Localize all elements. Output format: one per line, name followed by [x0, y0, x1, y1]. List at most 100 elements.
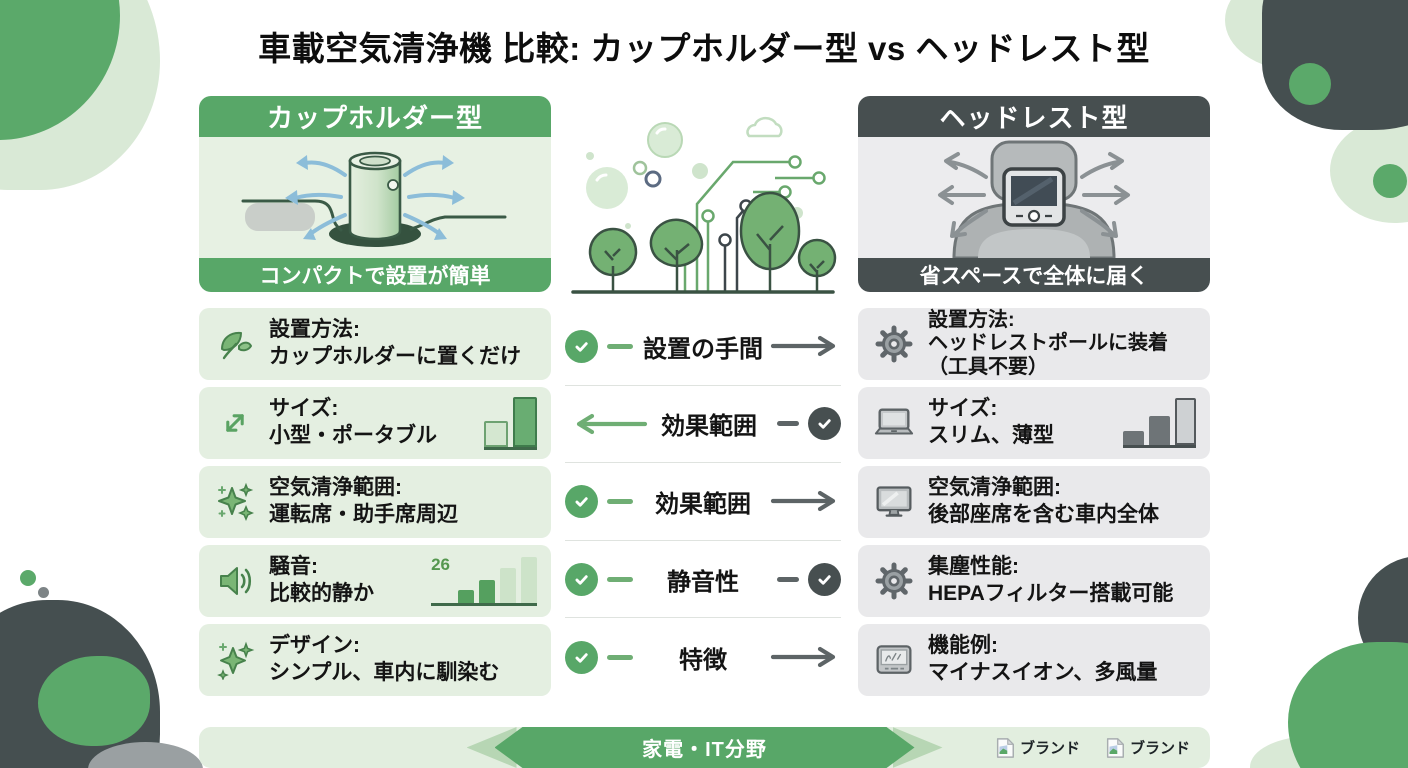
feature-row-purify-range-left: 空気清浄範囲:運転席・助手席周辺	[199, 466, 551, 538]
feature-row-dust-collection: 集塵性能:HEPAフィルター搭載可能	[858, 545, 1210, 617]
dot-top-right-green	[1289, 63, 1331, 105]
laptop-icon	[868, 407, 920, 439]
category-ribbon: 家電・IT分野	[466, 727, 943, 768]
sparkles-icon	[209, 640, 261, 680]
comparison-row-features: 特徴	[565, 618, 841, 696]
headrest-purifier-icon	[938, 140, 1130, 258]
feature-row-noise-left: 騒音:比較的静か 26	[199, 545, 551, 617]
feature-text: 騒音:比較的静か	[269, 555, 374, 605]
feature-text: 空気清浄範囲:運転席・助手席周辺	[269, 476, 458, 526]
noise-value-label: 26	[431, 554, 450, 574]
page-title: 車載空気清浄機 比較: カップホルダー型 vs ヘッドレスト型	[258, 30, 1150, 67]
dash	[607, 343, 633, 349]
image-placeholder-icon	[1106, 737, 1124, 758]
bottom-category-bar: 家電・IT分野 ブランド ブランド	[199, 727, 1210, 768]
bar	[521, 556, 537, 603]
bar	[1123, 431, 1144, 445]
arrow-left-icon	[576, 413, 648, 434]
trees-circuit-icon	[571, 116, 837, 294]
dash	[607, 576, 633, 582]
category-label: 家電・IT分野	[495, 727, 915, 768]
gear-icon	[868, 561, 920, 601]
feature-row-functions: 機能例:マイナスイオン、多風量	[858, 624, 1210, 696]
blob-bottom-left-green	[38, 656, 150, 746]
dot-bottom-left-green	[20, 570, 36, 586]
feature-row-size-right: サイズ:スリム、薄型	[858, 387, 1210, 459]
size-bar-chart-right	[1123, 398, 1196, 448]
feature-row-design-left: デザイン:シンプル、車内に馴染む	[199, 624, 551, 696]
gear-icon	[868, 324, 920, 364]
dot-bottom-left-gray	[38, 587, 49, 598]
dash	[607, 654, 633, 660]
bar	[458, 589, 474, 603]
comparison-column: 設置の手間 効果範囲 効果範囲 静音性 特徴	[565, 308, 841, 696]
brand-placeholder-1: ブランド	[994, 737, 1080, 759]
center-nature-illustration	[565, 100, 841, 298]
dot-top-right-green2	[1373, 164, 1407, 198]
arrow-right-icon	[770, 491, 836, 512]
brand-label: ブランド	[1129, 740, 1190, 757]
feature-row-installation-right: 設置方法:ヘッドレストポールに装着（工具不要）	[858, 308, 1210, 380]
check-icon	[565, 484, 598, 518]
comparison-row-range-2: 効果範囲	[565, 463, 841, 541]
bar	[1149, 416, 1170, 445]
cup-holder-purifier-icon	[241, 151, 507, 247]
brand-placeholder-2: ブランド	[1104, 737, 1190, 759]
comparison-row-range-1: 効果範囲	[565, 386, 841, 464]
feature-text: 機能例:マイナスイオン、多風量	[928, 634, 1158, 684]
sparkles-icon	[209, 482, 261, 522]
feature-row-installation-left: 設置方法:カップホルダーに置くだけ	[199, 308, 551, 380]
bar	[500, 567, 516, 603]
headrest-illustration	[858, 137, 1210, 258]
feature-text: 設置方法:ヘッドレストポールに装着（工具不要）	[928, 308, 1168, 378]
check-icon	[808, 562, 841, 596]
comparison-label: 設置の手間	[643, 335, 763, 363]
feature-text: サイズ:小型・ポータブル	[269, 397, 437, 447]
headrest-feature-list: 設置方法:ヘッドレストポールに装着（工具不要） サイズ:スリム、薄型 空気清浄範…	[858, 308, 1210, 696]
leaf-icon	[209, 324, 261, 364]
check-icon	[808, 407, 841, 441]
check-icon	[565, 329, 598, 363]
comparison-label: 効果範囲	[655, 490, 751, 518]
feature-row-purify-range-right: 空気清浄範囲:後部座席を含む車内全体	[858, 466, 1210, 538]
size-bar-chart-left	[484, 396, 537, 450]
image-placeholder-icon	[996, 737, 1014, 758]
bar	[1175, 398, 1196, 445]
dash	[777, 576, 799, 582]
cup-holder-illustration	[199, 137, 551, 258]
headrest-card-header: ヘッドレスト型	[858, 96, 1210, 137]
dash	[607, 498, 633, 504]
cup-holder-card: カップホルダー型	[199, 96, 551, 292]
headrest-card-caption: 省スペースで全体に届く	[858, 258, 1210, 292]
feature-row-size-left: サイズ:小型・ポータブル	[199, 387, 551, 459]
cup-holder-card-caption: コンパクトで設置が簡単	[199, 258, 551, 292]
brand-logos: ブランド ブランド	[994, 727, 1190, 768]
feature-text: 空気清浄範囲:後部座席を含む車内全体	[928, 476, 1159, 526]
arrow-right-icon	[770, 647, 836, 668]
expand-arrows-icon	[209, 405, 261, 441]
comparison-label: 静音性	[667, 568, 739, 596]
display-icon	[868, 644, 920, 676]
comparison-label: 特徴	[679, 646, 727, 674]
headrest-card: ヘッドレスト型	[858, 96, 1210, 292]
feature-text: デザイン:シンプル、車内に馴染む	[269, 634, 500, 684]
check-icon	[565, 640, 598, 674]
feature-text: サイズ:スリム、薄型	[928, 397, 1054, 447]
feature-text: 集塵性能:HEPAフィルター搭載可能	[928, 555, 1174, 605]
cup-holder-feature-list: 設置方法:カップホルダーに置くだけ サイズ:小型・ポータブル 空気清浄範囲:運転…	[199, 308, 551, 696]
bar	[484, 420, 508, 447]
arrow-right-icon	[770, 336, 836, 357]
brand-label: ブランド	[1019, 740, 1080, 757]
comparison-label: 効果範囲	[661, 413, 757, 441]
comparison-row-installation: 設置の手間	[565, 308, 841, 386]
cup-holder-card-header: カップホルダー型	[199, 96, 551, 137]
noise-bar-chart: 26	[431, 554, 537, 606]
dash	[777, 421, 799, 427]
blob-top-right-dark	[1262, 0, 1408, 130]
feature-text: 設置方法:カップホルダーに置くだけ	[269, 318, 521, 368]
bar	[479, 579, 495, 603]
bar	[513, 396, 537, 447]
monitor-icon	[868, 483, 920, 521]
speaker-icon	[209, 561, 261, 601]
